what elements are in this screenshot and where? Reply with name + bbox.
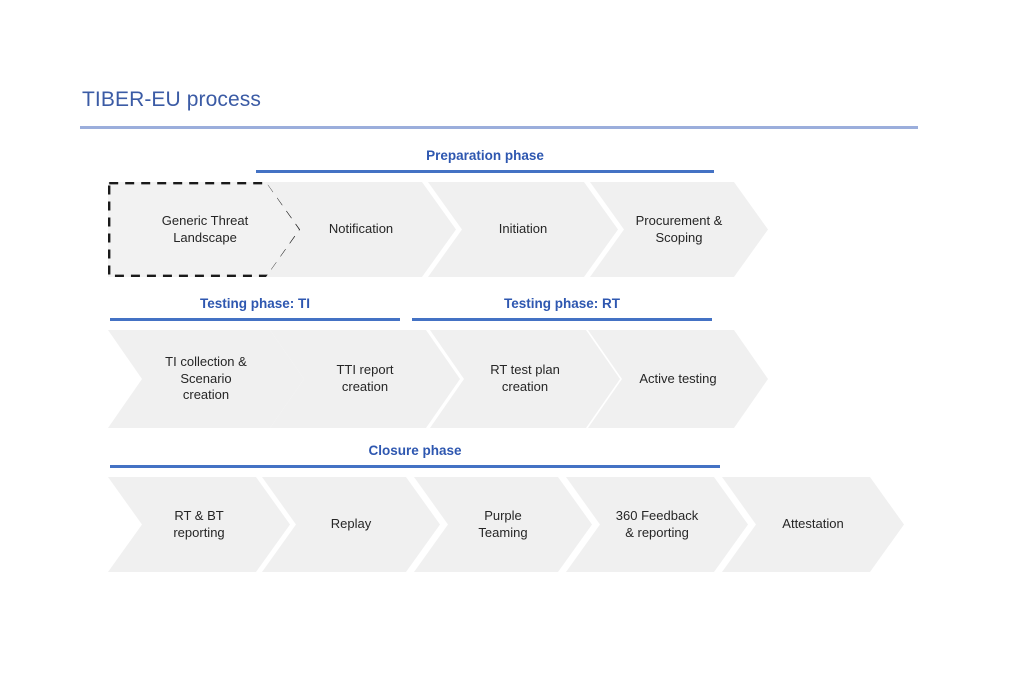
step-label: Procurement & Scoping [635,212,723,245]
step-initiation[interactable]: Initiation [428,182,618,277]
title-divider [80,126,918,129]
page-title: TIBER-EU process [82,88,261,111]
step-generic-threat-landscape[interactable]: Generic Threat Landscape [108,182,302,277]
step-label: TI collection & Scenario creation [165,354,247,403]
step-360-feedback-reporting[interactable]: 360 Feedback & reporting [566,477,748,572]
step-label: Replay [330,516,372,532]
step-label: Purple Teaming [478,507,528,540]
step-label: TTI report creation [336,362,394,394]
step-label: Notification [328,221,394,237]
step-label: Active testing [639,370,717,386]
phase-bar-testing-ti [110,318,400,321]
phase-header-testing-rt: Testing phase: RT [503,296,620,311]
step-purple-teaming[interactable]: Purple Teaming [414,477,592,572]
step-ti-collection-scenario-creation[interactable]: TI collection & Scenario creation [108,330,304,428]
step-label: Generic Threat Landscape [161,212,249,245]
step-label: RT test plan creation [490,362,560,394]
step-label: RT & BT reporting [173,507,225,540]
phase-header-closure: Closure phase [368,443,462,458]
step-label: Initiation [498,221,548,237]
step-rt-bt-reporting[interactable]: RT & BT reporting [108,477,290,572]
step-label: Attestation [782,516,844,532]
phase-header-preparation: Preparation phase [426,148,544,163]
phase-header-testing-ti: Testing phase: TI [199,296,310,311]
step-label: 360 Feedback & reporting [615,507,699,540]
phase-bar-closure [110,465,720,468]
step-attestation[interactable]: Attestation [722,477,904,572]
phase-bar-preparation [256,170,714,173]
phase-bar-testing-rt [412,318,712,321]
